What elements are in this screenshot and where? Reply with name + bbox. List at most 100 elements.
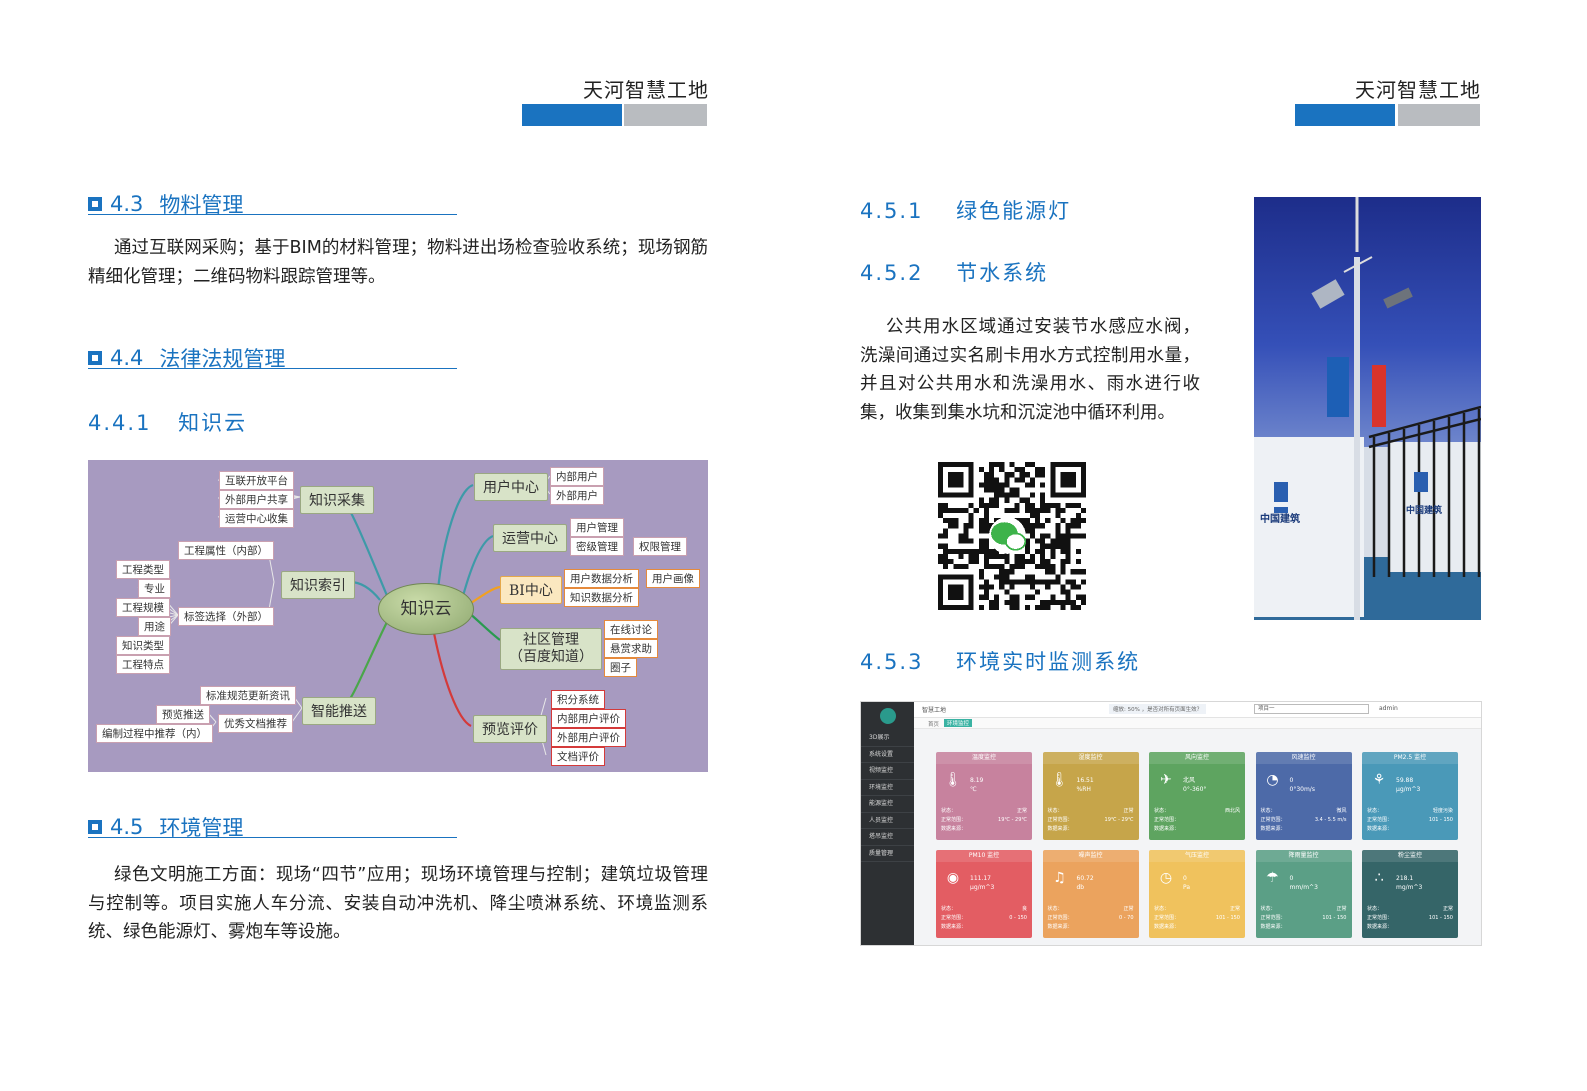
card-stat-value: 正常	[1016, 808, 1027, 814]
card-stat-label: 状态：	[941, 808, 957, 814]
card-stat-label: 正常范围：	[1260, 817, 1286, 823]
section-title: 法律法规管理	[159, 347, 286, 371]
monitor-card-value: 8.19℃	[970, 776, 983, 794]
mindmap-leaf: 外部用户评价	[551, 728, 626, 747]
mindmap-leaf: 工程属性（内部）	[178, 541, 274, 560]
card-value-unit: mg/m^3	[1396, 884, 1423, 891]
monitor-card-title: 风向监控	[1149, 752, 1245, 764]
wechat-qr-code	[938, 462, 1086, 610]
card-stat-label: 正常范围：	[1154, 915, 1180, 921]
card-value-number: 60.72	[1076, 875, 1094, 882]
card-stat-value: 0 - 70	[1118, 915, 1134, 921]
card-stat-label: 状态：	[1367, 906, 1383, 912]
monitor-card-icon: 🌡	[944, 772, 962, 788]
card-stat-value: 正常	[1229, 906, 1240, 912]
subsection-4-4-1-heading: 4.4.1 知识云	[88, 407, 247, 437]
card-stat-row: 正常范围：101 - 150	[1367, 914, 1453, 923]
sidebar-item[interactable]: 视频监控	[861, 763, 914, 780]
card-value-unit: mm/m^3	[1289, 884, 1318, 891]
card-value-number: 218.1	[1396, 875, 1414, 882]
card-value-number: 0	[1289, 777, 1294, 784]
knowledge-cloud-mindmap: 知识云 知识采集 互联开放平台 外部用户共享 运营中心收集 知识索引 工程属性（…	[88, 460, 708, 772]
section-title: 环境管理	[159, 816, 244, 840]
sidebar-item[interactable]: 塔吊监控	[861, 829, 914, 846]
card-stat-row: 数据来源：	[1048, 923, 1134, 932]
dashboard-topbar: 智慧工地 缩放: 50% ，是否对所有页面生效？ 项目一 admin	[914, 702, 1481, 718]
card-value-number: 59.88	[1396, 777, 1414, 784]
photo-illustration	[1254, 197, 1481, 620]
monitor-card-icon: ⚘	[1372, 772, 1386, 788]
sidebar-item[interactable]: 环境监控	[861, 780, 914, 796]
monitor-card-title: 气压监控	[1149, 850, 1245, 862]
section-marker-icon	[88, 351, 102, 365]
brand-right: 天河智慧工地	[1355, 78, 1481, 102]
environment-monitor-dashboard: 3D展示 系统设置 视频监控 环境监控 能源监控 人员监控 塔吊监控 质量管理 …	[860, 701, 1482, 946]
card-stat-label: 数据来源：	[1154, 826, 1180, 832]
project-select[interactable]: 项目一	[1254, 704, 1369, 714]
subsection-title: 知识云	[178, 411, 248, 435]
card-stat-value: 3.4 - 5.5 m/s	[1314, 817, 1347, 823]
card-stat-row: 正常范围：101 - 150	[1367, 816, 1453, 825]
section-underline	[88, 368, 457, 369]
mindmap-leaf: 内部用户	[550, 467, 604, 486]
card-value-number: 111.17	[970, 875, 991, 882]
card-stat-label: 状态：	[1047, 808, 1063, 814]
sidebar-item[interactable]: 质量管理	[861, 846, 914, 862]
card-stat-row: 状态：正常	[1048, 905, 1134, 914]
card-stat-value: 西北风	[1224, 808, 1240, 814]
sidebar-item[interactable]: 人员监控	[861, 813, 914, 829]
card-stat-row: 正常范围：19℃ - 29℃	[941, 816, 1027, 825]
card-stat-value: 0 - 150	[1009, 915, 1027, 921]
section-number: 4.3	[110, 192, 144, 216]
subsection-number: 4.5.2	[860, 261, 924, 285]
monitor-card-value: 218.1 mg/m^3	[1396, 874, 1422, 892]
monitor-card-title: 温度监控	[936, 752, 1032, 764]
card-stat-row: 正常范围：19℃ - 29℃	[1048, 816, 1134, 825]
mindmap-leaf: 内部用户评价	[551, 709, 626, 728]
card-value-number: 北风	[1183, 777, 1196, 784]
card-stat-label: 状态：	[941, 906, 957, 912]
card-value-unit: %RH	[1076, 786, 1091, 793]
tab-environment[interactable]: 环境监控	[944, 719, 973, 727]
header-bar-gray-right	[1398, 104, 1480, 126]
zoom-notice: 缩放: 50% ，是否对所有页面生效？	[1109, 704, 1207, 714]
card-stat-row: 状态：正常	[1367, 905, 1453, 914]
card-stat-row: 状态：正常	[1154, 905, 1240, 914]
mindmap-leaf: 文档评价	[551, 747, 605, 766]
sidebar-item[interactable]: 系统设置	[861, 747, 914, 763]
mindmap-leaf: 工程类型	[116, 560, 170, 579]
mindmap-leaf: 用户画像	[646, 569, 700, 588]
sidebar-item[interactable]: 能源监控	[861, 796, 914, 813]
tab-home[interactable]: 首页	[928, 722, 940, 728]
card-value-unit: 0°-360°	[1183, 786, 1207, 793]
card-stat-row: 正常范围：101 - 150	[1261, 914, 1347, 923]
subsection-number: 4.5.3	[860, 650, 924, 674]
subsection-title: 绿色能源灯	[956, 199, 1072, 223]
mindmap-leaf: 专业	[138, 579, 171, 598]
card-stat-row: 状态：西北风	[1154, 807, 1240, 816]
card-stat-value: 轻度污染	[1432, 808, 1453, 814]
monitor-card-title: 噪声监控	[1042, 850, 1139, 862]
header-bar-blue-left	[522, 104, 622, 126]
sidebar-item[interactable]: 3D展示	[861, 730, 914, 747]
card-value-unit: 0°30m/s	[1289, 786, 1315, 793]
section-title: 物料管理	[159, 193, 244, 217]
user-name[interactable]: admin	[1379, 705, 1398, 712]
